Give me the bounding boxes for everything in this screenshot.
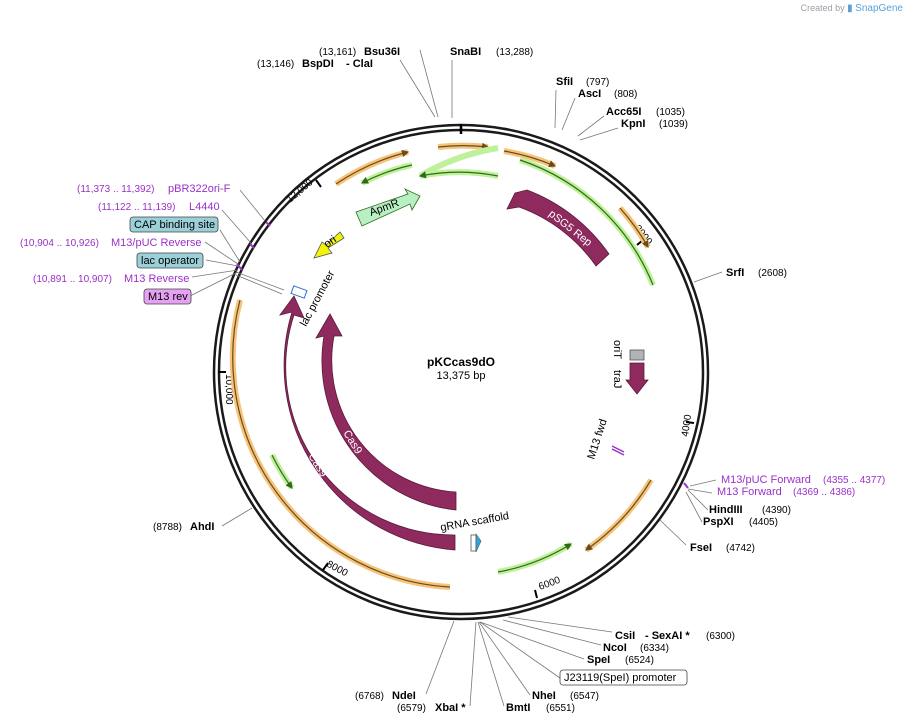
- enzyme-pos-NheI: (6547): [570, 691, 599, 702]
- feature-label-traJ: traJ: [611, 370, 623, 388]
- enzyme-name-HindIII: HindIII: [709, 504, 743, 516]
- primer-name-M13-Reverse: M13 Reverse: [124, 273, 189, 285]
- enzyme-name-XbaI: XbaI *: [435, 702, 466, 714]
- primer-binding-marks: [236, 221, 689, 489]
- feature-label-gRNA-scaffold: gRNA scaffold: [439, 510, 510, 534]
- tick-label-4000: 4000: [680, 413, 694, 437]
- enzyme-pos-CsiI: (6300): [706, 631, 735, 642]
- feature-traJ: traJ: [611, 362, 649, 395]
- primer-name-M13-pUC-Reverse: M13/pUC Reverse: [111, 237, 201, 249]
- primer-name-M13-Forward: M13 Forward: [717, 486, 782, 498]
- tick-label-8000: 8000: [325, 559, 350, 579]
- enzyme-name-NheI: NheI: [532, 690, 556, 702]
- enzyme-pos-SfiI: (797): [586, 77, 609, 88]
- J23119-promoter-box: [559, 669, 688, 686]
- feature-oriT: oriT: [611, 340, 645, 361]
- primer-pos-M13-pUC-Forward: (4355 .. 4377): [823, 475, 885, 486]
- watermark-brand: SnapGene: [855, 3, 903, 14]
- enzyme-name-AscI: AscI: [578, 88, 601, 100]
- tick-label-10000: 10,000: [223, 374, 234, 405]
- lac-operator-label: lac operator: [141, 255, 199, 267]
- plasmid-center-label: pKCcas9dO 13,375 bp: [427, 355, 495, 382]
- enzyme-pos-SnaBI: (13,288): [496, 47, 533, 58]
- enzyme-name-Bsu36I: Bsu36I: [364, 46, 400, 58]
- enzyme-name-SpeI: SpeI: [587, 654, 610, 666]
- enzyme-name-BmtI: BmtI: [506, 702, 530, 714]
- enzyme-pos-NdeI: (6768): [355, 691, 384, 702]
- enzyme-pos-KpnI: (1039): [659, 119, 688, 130]
- enzyme-name-PspXI: PspXI: [703, 516, 734, 528]
- feature-cas9-inner: Cas9: [315, 313, 457, 511]
- primer-name-L4440: L4440: [189, 201, 220, 213]
- enzyme-labels: (13,161) Bsu36I (13,146) BspDI - ClaI Sn…: [153, 46, 791, 714]
- enzyme-name-CsiI: CsiI: [615, 630, 635, 642]
- orf-arcs: [229, 142, 656, 590]
- feature-M13-fwd: M13 fwd: [585, 418, 625, 461]
- enzyme-pos-PspXI: (4405): [749, 517, 778, 528]
- enzyme-name-SrfI: SrfI: [726, 267, 744, 279]
- enzyme-pos-BmtI: (6551): [546, 703, 575, 714]
- primer-pos-M13-Forward: (4369 .. 4386): [793, 487, 855, 498]
- leader-lines: [189, 49, 723, 707]
- primer-labels: (11,373 .. 11,392) pBR322ori-F (11,122 .…: [20, 183, 885, 498]
- primer-pos-pBR322ori-F: (11,373 .. 11,392): [77, 184, 154, 195]
- primer-name-M13-pUC-Forward: M13/pUC Forward: [721, 474, 811, 486]
- enzyme-name-SfiI: SfiI: [556, 76, 573, 88]
- M13-rev-box: [143, 288, 192, 305]
- feature-cas9-outer: Cas9: [279, 295, 456, 551]
- feature-label-cas9-outer: Cas9: [305, 451, 329, 479]
- enzyme-name-NcoI: NcoI: [603, 642, 627, 654]
- enzyme-pos-AhdI: (8788): [153, 522, 182, 533]
- enzyme-pos-Bsu36I: (13,161): [319, 47, 356, 58]
- lac-operator-box: [136, 252, 204, 269]
- M13-rev-label: M13 rev: [148, 291, 188, 303]
- enzyme-pos-NcoI: (6334): [640, 643, 669, 654]
- enzyme-name-NdeI: NdeI: [392, 690, 416, 702]
- snapgene-watermark: Created by ▮ SnapGene: [801, 3, 903, 14]
- feature-ori: ori: [313, 231, 345, 259]
- enzyme-pos-SrfI: (2608): [758, 268, 787, 279]
- enzyme-name-SnaBI: SnaBI: [450, 46, 481, 58]
- plasmid-name: pKCcas9dO: [427, 355, 495, 369]
- enzyme-extra-CsiI: - SexAI *: [645, 630, 690, 642]
- watermark-created-by: Created by: [800, 3, 845, 13]
- enzyme-pos-FseI: (4742): [726, 543, 755, 554]
- tick-label-12000: 12,000: [285, 177, 316, 205]
- enzyme-name-BspDI: BspDI: [302, 58, 334, 70]
- enzyme-pos-SpeI: (6524): [625, 655, 654, 666]
- enzyme-pos-HindIII: (4390): [762, 505, 791, 516]
- J23119-promoter-label: J23119(SpeI) promoter: [564, 672, 677, 684]
- primer-pos-M13-Reverse: (10,891 .. 10,907): [33, 274, 112, 285]
- plasmid-length: 13,375 bp: [437, 370, 486, 382]
- feature-label-oriT: oriT: [611, 340, 623, 359]
- tick-label-6000: 6000: [537, 575, 562, 593]
- primer-name-pBR322ori-F: pBR322ori-F: [168, 183, 231, 195]
- feature-ApmR: ApmR: [355, 188, 421, 227]
- boxed-labels: CAP binding site lac operator M13 rev J2…: [129, 216, 688, 686]
- primer-pos-L4440: (11,122 .. 11,139): [98, 202, 175, 213]
- enzyme-name-Acc65I: Acc65I: [606, 106, 641, 118]
- enzyme-pos-XbaI: (6579): [397, 703, 426, 714]
- enzyme-pos-BspDI: (13,146): [257, 59, 294, 70]
- feature-label-M13-fwd: M13 fwd: [585, 418, 609, 461]
- cap-binding-site-label: CAP binding site: [134, 219, 215, 231]
- enzyme-name-FseI: FseI: [690, 542, 712, 554]
- enzyme-extra-BspDI: - ClaI: [346, 58, 373, 70]
- enzyme-pos-AscI: (808): [614, 89, 637, 100]
- primer-pos-M13-pUC-Reverse: (10,904 .. 10,926): [20, 238, 99, 249]
- feature-label-ori: ori: [322, 234, 339, 251]
- enzyme-name-KpnI: KpnI: [621, 118, 645, 130]
- cap-binding-site-box: [129, 216, 219, 233]
- snapgene-logo: ▮: [847, 3, 853, 14]
- enzyme-name-AhdI: AhdI: [190, 521, 214, 533]
- enzyme-pos-Acc65I: (1035): [656, 107, 685, 118]
